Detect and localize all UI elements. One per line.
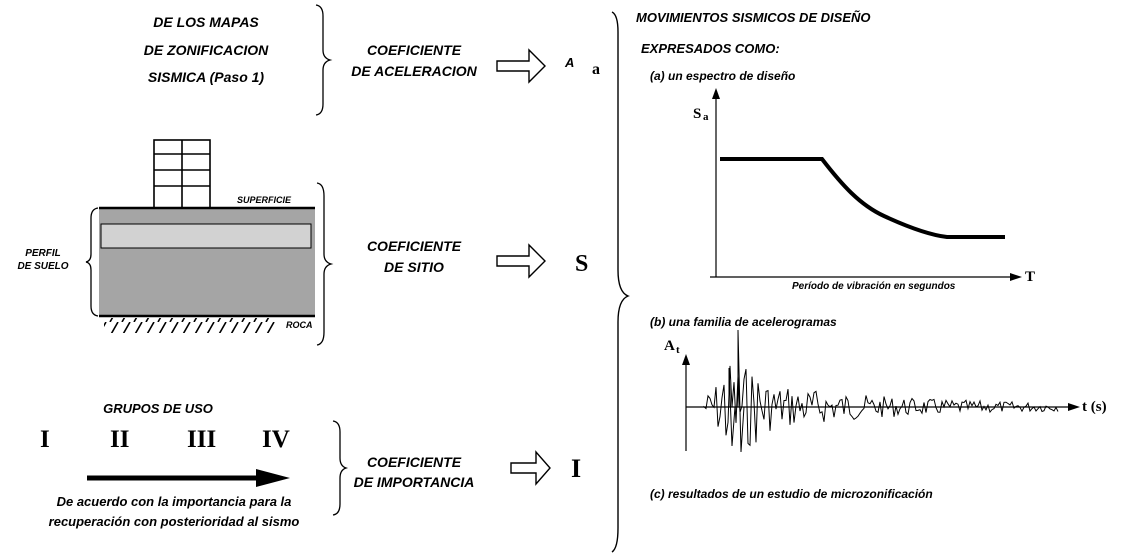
soil-profile [99, 206, 315, 333]
grupo-iii: III [187, 426, 217, 453]
right-title-2: EXPRESADOS COMO: [641, 41, 780, 56]
accelerogram-trace [703, 329, 1059, 453]
spectrum-axes [710, 88, 1022, 281]
label-a: (a) un espectro de diseño [650, 69, 796, 83]
brace-main [611, 11, 630, 553]
arrow-importancia [510, 450, 551, 486]
accelerogram-axes [682, 354, 1080, 451]
accel-y-main: A [664, 338, 675, 354]
s-symbol: S [575, 251, 589, 277]
brace-soil-left [85, 207, 99, 317]
brace-soil-right [316, 182, 334, 346]
maps-line-3: SISMICA (Paso 1) [147, 69, 265, 85]
perfil-line-1: PERFIL [25, 248, 61, 259]
superficie-label: SUPERFICIE [237, 195, 292, 205]
brace-maps [315, 4, 333, 116]
spectrum-x-label: T [1025, 269, 1036, 285]
right-title-1: MOVIMIENTOS SISMICOS DE DISEÑO [636, 10, 871, 25]
label-b: (b) una familia de acelerogramas [650, 315, 837, 329]
i-symbol: I [571, 454, 582, 483]
grupos-title: GRUPOS DE USO [103, 401, 213, 416]
coef-importancia-line-1: COEFICIENTE [366, 454, 462, 470]
brace-importance [332, 420, 349, 516]
accel-x-label: t (s) [1082, 399, 1107, 415]
grupo-ii: II [110, 426, 130, 453]
arrow-aceleracion [496, 48, 546, 84]
aa-symbol-main: A [565, 55, 575, 70]
coef-aceleracion-line-2: DE ACELERACION [351, 63, 477, 79]
maps-line-1: DE LOS MAPAS [153, 14, 259, 30]
spectrum-y-main: S [693, 106, 702, 122]
importancia-note-2: recuperación con posterioridad al sismo [48, 514, 300, 529]
grupo-iv: IV [262, 426, 290, 453]
importancia-note-1: De acuerdo con la importancia para la [56, 494, 292, 509]
maps-line-2: DE ZONIFICACION [143, 42, 269, 58]
aa-symbol-sub: a [592, 61, 600, 78]
coef-sitio-line-1: COEFICIENTE [366, 238, 462, 254]
coef-aceleracion-line-1: COEFICIENTE [366, 42, 462, 58]
grupo-i: I [40, 426, 50, 453]
spectrum-y-sub: a [703, 111, 709, 123]
coef-importancia-line-2: DE IMPORTANCIA [353, 474, 475, 490]
spectrum-curve [720, 157, 1005, 239]
building [153, 139, 211, 209]
coef-sitio-line-2: DE SITIO [384, 259, 444, 275]
label-c: (c) resultados de un estudio de microzon… [650, 487, 933, 501]
arrow-sitio [496, 243, 546, 279]
importance-arrow [87, 469, 290, 487]
roca-label: ROCA [286, 320, 313, 330]
perfil-line-2: DE SUELO [17, 261, 69, 272]
accel-y-sub: t [676, 344, 680, 356]
spectrum-x-caption: Período de vibración en segundos [792, 281, 956, 292]
